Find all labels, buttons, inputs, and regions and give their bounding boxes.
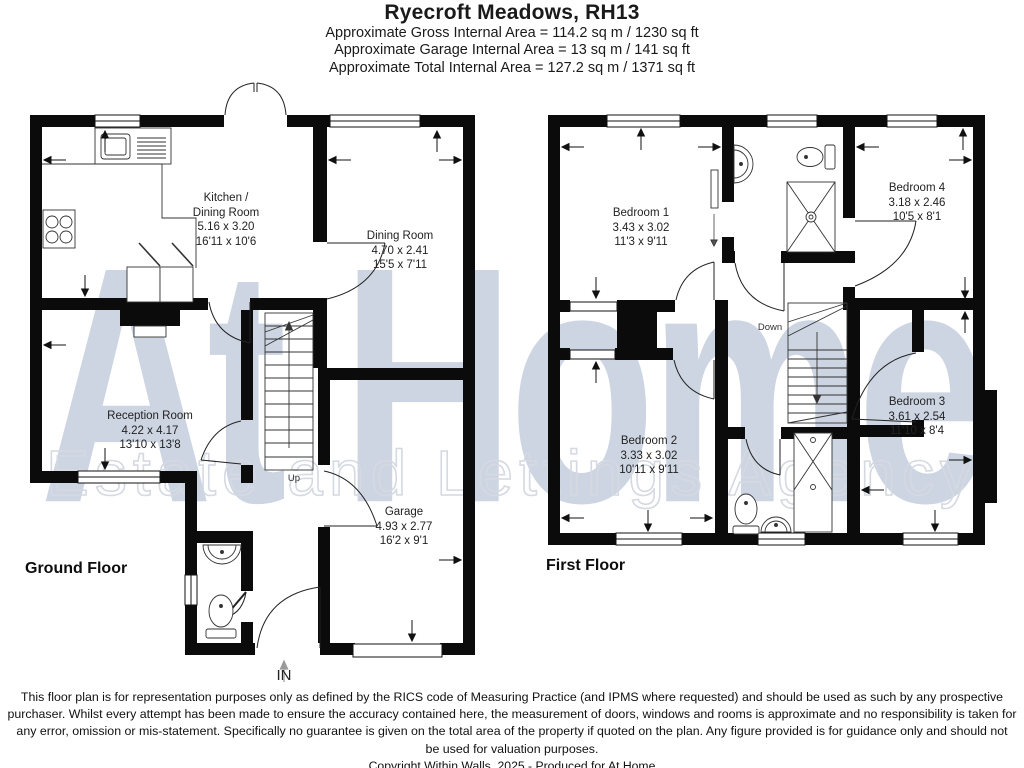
room-label-bedroom1: Bedroom 1 3.43 x 3.02 11'3 x 9'11: [613, 206, 670, 250]
footer: This floor plan is for representation pu…: [0, 689, 1024, 768]
room-dim-metric: 3.43 x 3.02: [612, 221, 670, 234]
stairs-down-label: Down: [757, 322, 783, 333]
room-dim-imperial: 15'5 x 7'11: [372, 259, 428, 271]
copyright-line: Copyright Within Walls. 2025 - Produced …: [368, 758, 656, 768]
ground-floor-arrows: [42, 129, 463, 643]
closet: [569, 301, 618, 312]
disclaimer-line: purchaser. Whilst every attempt has been…: [7, 707, 1017, 722]
wc-fixtures: [202, 544, 242, 639]
room-name: Bedroom 2: [620, 435, 678, 447]
room-dim-metric: 4.93 x 2.77: [375, 520, 433, 533]
room-label-bedroom3: Bedroom 3 3.61 x 2.54 11'10 x 8'4: [889, 395, 946, 439]
room-dim-metric: 3.61 x 2.54: [888, 410, 946, 423]
room-label-kitchen: Kitchen / Dining Room 5.16 x 3.20 16'11 …: [193, 191, 259, 249]
room-name: Garage: [384, 506, 424, 518]
stairs-up-label: Up: [287, 473, 301, 484]
page-title: Ryecroft Meadows, RH13: [384, 1, 640, 24]
ground-floor-stairs: [264, 312, 314, 471]
room-dim-metric: 5.16 x 3.20: [197, 221, 255, 233]
disclaimer-line: be used for valuation purposes.: [425, 741, 599, 756]
garage-area-line: Approximate Garage Internal Area = 13 sq…: [334, 42, 690, 59]
disclaimer-line: This floor plan is for representation pu…: [20, 690, 1004, 704]
room-dim-imperial: 13'10 x 13'8: [119, 439, 181, 451]
room-dim-imperial: 16'2 x 9'1: [379, 535, 429, 547]
room-name: Bedroom 4: [888, 182, 946, 194]
first-floor-doors: [673, 220, 917, 476]
fireplace-icon: [133, 325, 167, 338]
room-dim-imperial: 11'10 x 8'4: [889, 425, 945, 437]
room-dim-imperial: 10'5 x 8'1: [892, 211, 942, 223]
kitchen-fixtures: [42, 127, 197, 338]
ground-floor-doors: [200, 82, 386, 649]
closet: [569, 349, 616, 360]
ground-floor-label: Ground Floor: [25, 560, 128, 577]
gross-area-line: Approximate Gross Internal Area = 114.2 …: [325, 25, 699, 41]
room-label-bedroom4: Bedroom 4 3.18 x 2.46 10'5 x 8'1: [889, 181, 946, 225]
room-dim-imperial: 11'3 x 9'11: [614, 236, 668, 248]
room-name: Dining Room: [366, 230, 434, 242]
room-dim-imperial: 16'11 x 10'6: [195, 235, 257, 248]
entrance-label: IN: [276, 667, 292, 684]
shower-icon: [793, 432, 833, 533]
room-name: Bedroom 1: [612, 207, 670, 219]
first-floor-walls: [548, 115, 997, 545]
disclaimer-line: any error, omission or mis-statement. Sp…: [16, 724, 1008, 739]
room-label-bedroom2: Bedroom 2 3.33 x 3.02 10'11 x 9'11: [619, 434, 679, 478]
first-floor-label: First Floor: [546, 557, 626, 574]
room-name: Reception Room: [107, 410, 193, 422]
entrance-arrow-icon: [279, 659, 289, 682]
radiator-icon: [710, 169, 719, 209]
toilet-icon: [796, 147, 824, 167]
sink-icon: [733, 144, 754, 184]
room-name: Dining Room: [192, 206, 260, 219]
room-label-garage: Garage 4.93 x 2.77 16'2 x 9'1: [376, 505, 433, 549]
first-floor-stairs: [787, 302, 848, 424]
room-name: Kitchen /: [203, 192, 249, 204]
kitchen-counter: [42, 163, 197, 268]
header: Ryecroft Meadows, RH13 Approximate Gross…: [0, 1, 1024, 77]
toilet-icon: [734, 493, 758, 525]
room-dim-metric: 4.22 x 4.17: [121, 424, 179, 437]
room-dim-metric: 4.70 x 2.41: [371, 244, 429, 257]
room-label-reception: Reception Room 4.22 x 4.17 13'10 x 13'8: [107, 409, 193, 453]
bathroom1-fixtures: [710, 144, 836, 253]
ground-floor-windows: [77, 114, 443, 658]
room-label-dining: Dining Room 4.70 x 2.41 15'5 x 7'11: [367, 229, 433, 273]
first-floor-windows: [569, 114, 959, 546]
bathroom2-fixtures: [732, 432, 833, 535]
room-name: Bedroom 3: [888, 396, 946, 408]
room-dim-metric: 3.33 x 3.02: [620, 449, 678, 462]
sink-icon: [202, 544, 242, 565]
hob-icon: [42, 209, 76, 249]
room-dim-imperial: 10'11 x 9'11: [619, 464, 679, 476]
first-floor-arrows: [560, 127, 973, 533]
total-area-line: Approximate Total Internal Area = 127.2 …: [328, 59, 696, 76]
room-dim-metric: 3.18 x 2.46: [888, 196, 946, 209]
toilet-icon: [208, 594, 234, 628]
ground-floor-walls: [30, 115, 475, 655]
garage-door: [352, 643, 443, 658]
